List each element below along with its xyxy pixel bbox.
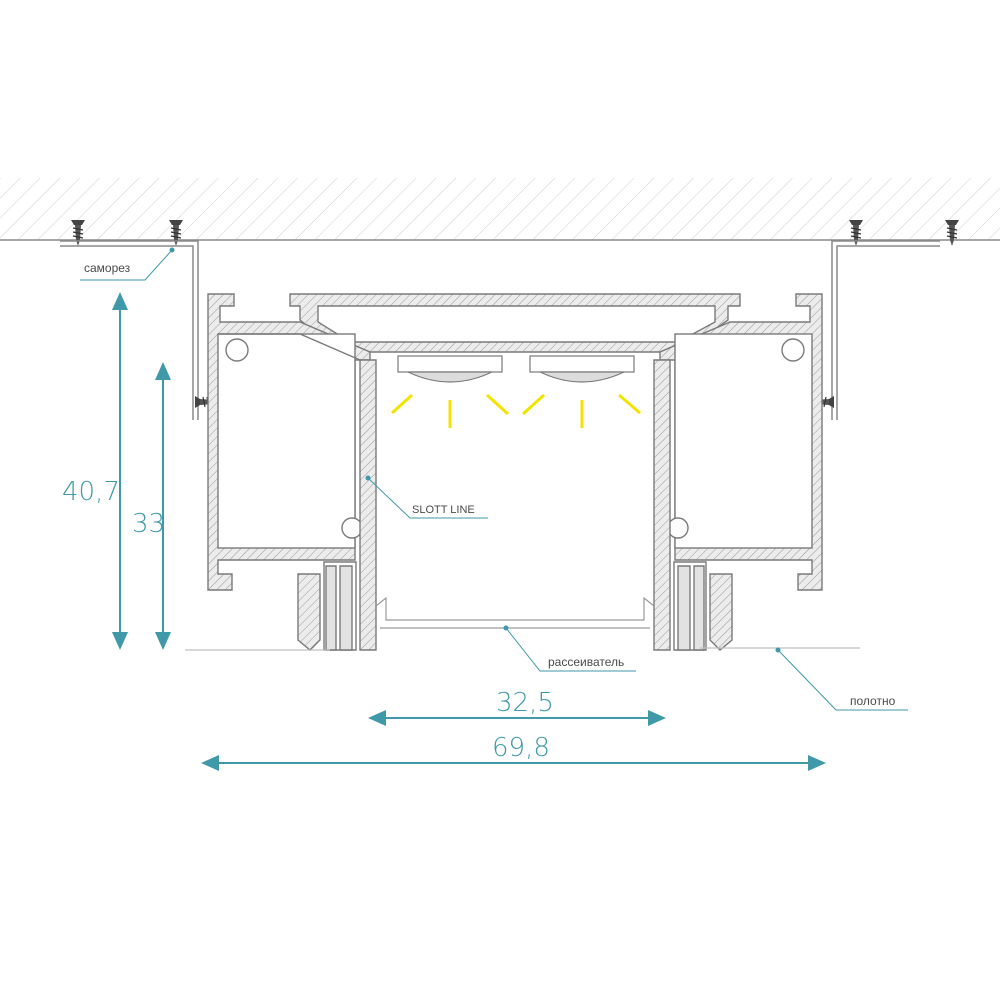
led-modules xyxy=(397,355,635,383)
dimension-width-inner-label: 32,5 xyxy=(496,688,554,718)
label-screw: саморез xyxy=(84,261,131,275)
ceiling-slab xyxy=(0,178,1000,241)
dimension-width-outer-label: 69,8 xyxy=(492,733,550,763)
label-diffuser: рассеиватель xyxy=(548,655,624,669)
dimension-lines xyxy=(112,292,826,771)
light-rays xyxy=(390,393,641,428)
mounting-bracket-left xyxy=(60,240,199,420)
dimension-height-inner-label: 33 xyxy=(132,509,165,539)
mounting-bracket-right xyxy=(831,240,940,420)
aluminum-profile xyxy=(207,293,823,651)
label-slott-line: SLOTT LINE xyxy=(412,504,475,516)
dimension-height-outer-label: 40,7 xyxy=(62,477,120,507)
diffuser xyxy=(375,596,655,629)
label-leaders xyxy=(80,247,908,711)
label-canvas: полотно xyxy=(850,694,896,708)
